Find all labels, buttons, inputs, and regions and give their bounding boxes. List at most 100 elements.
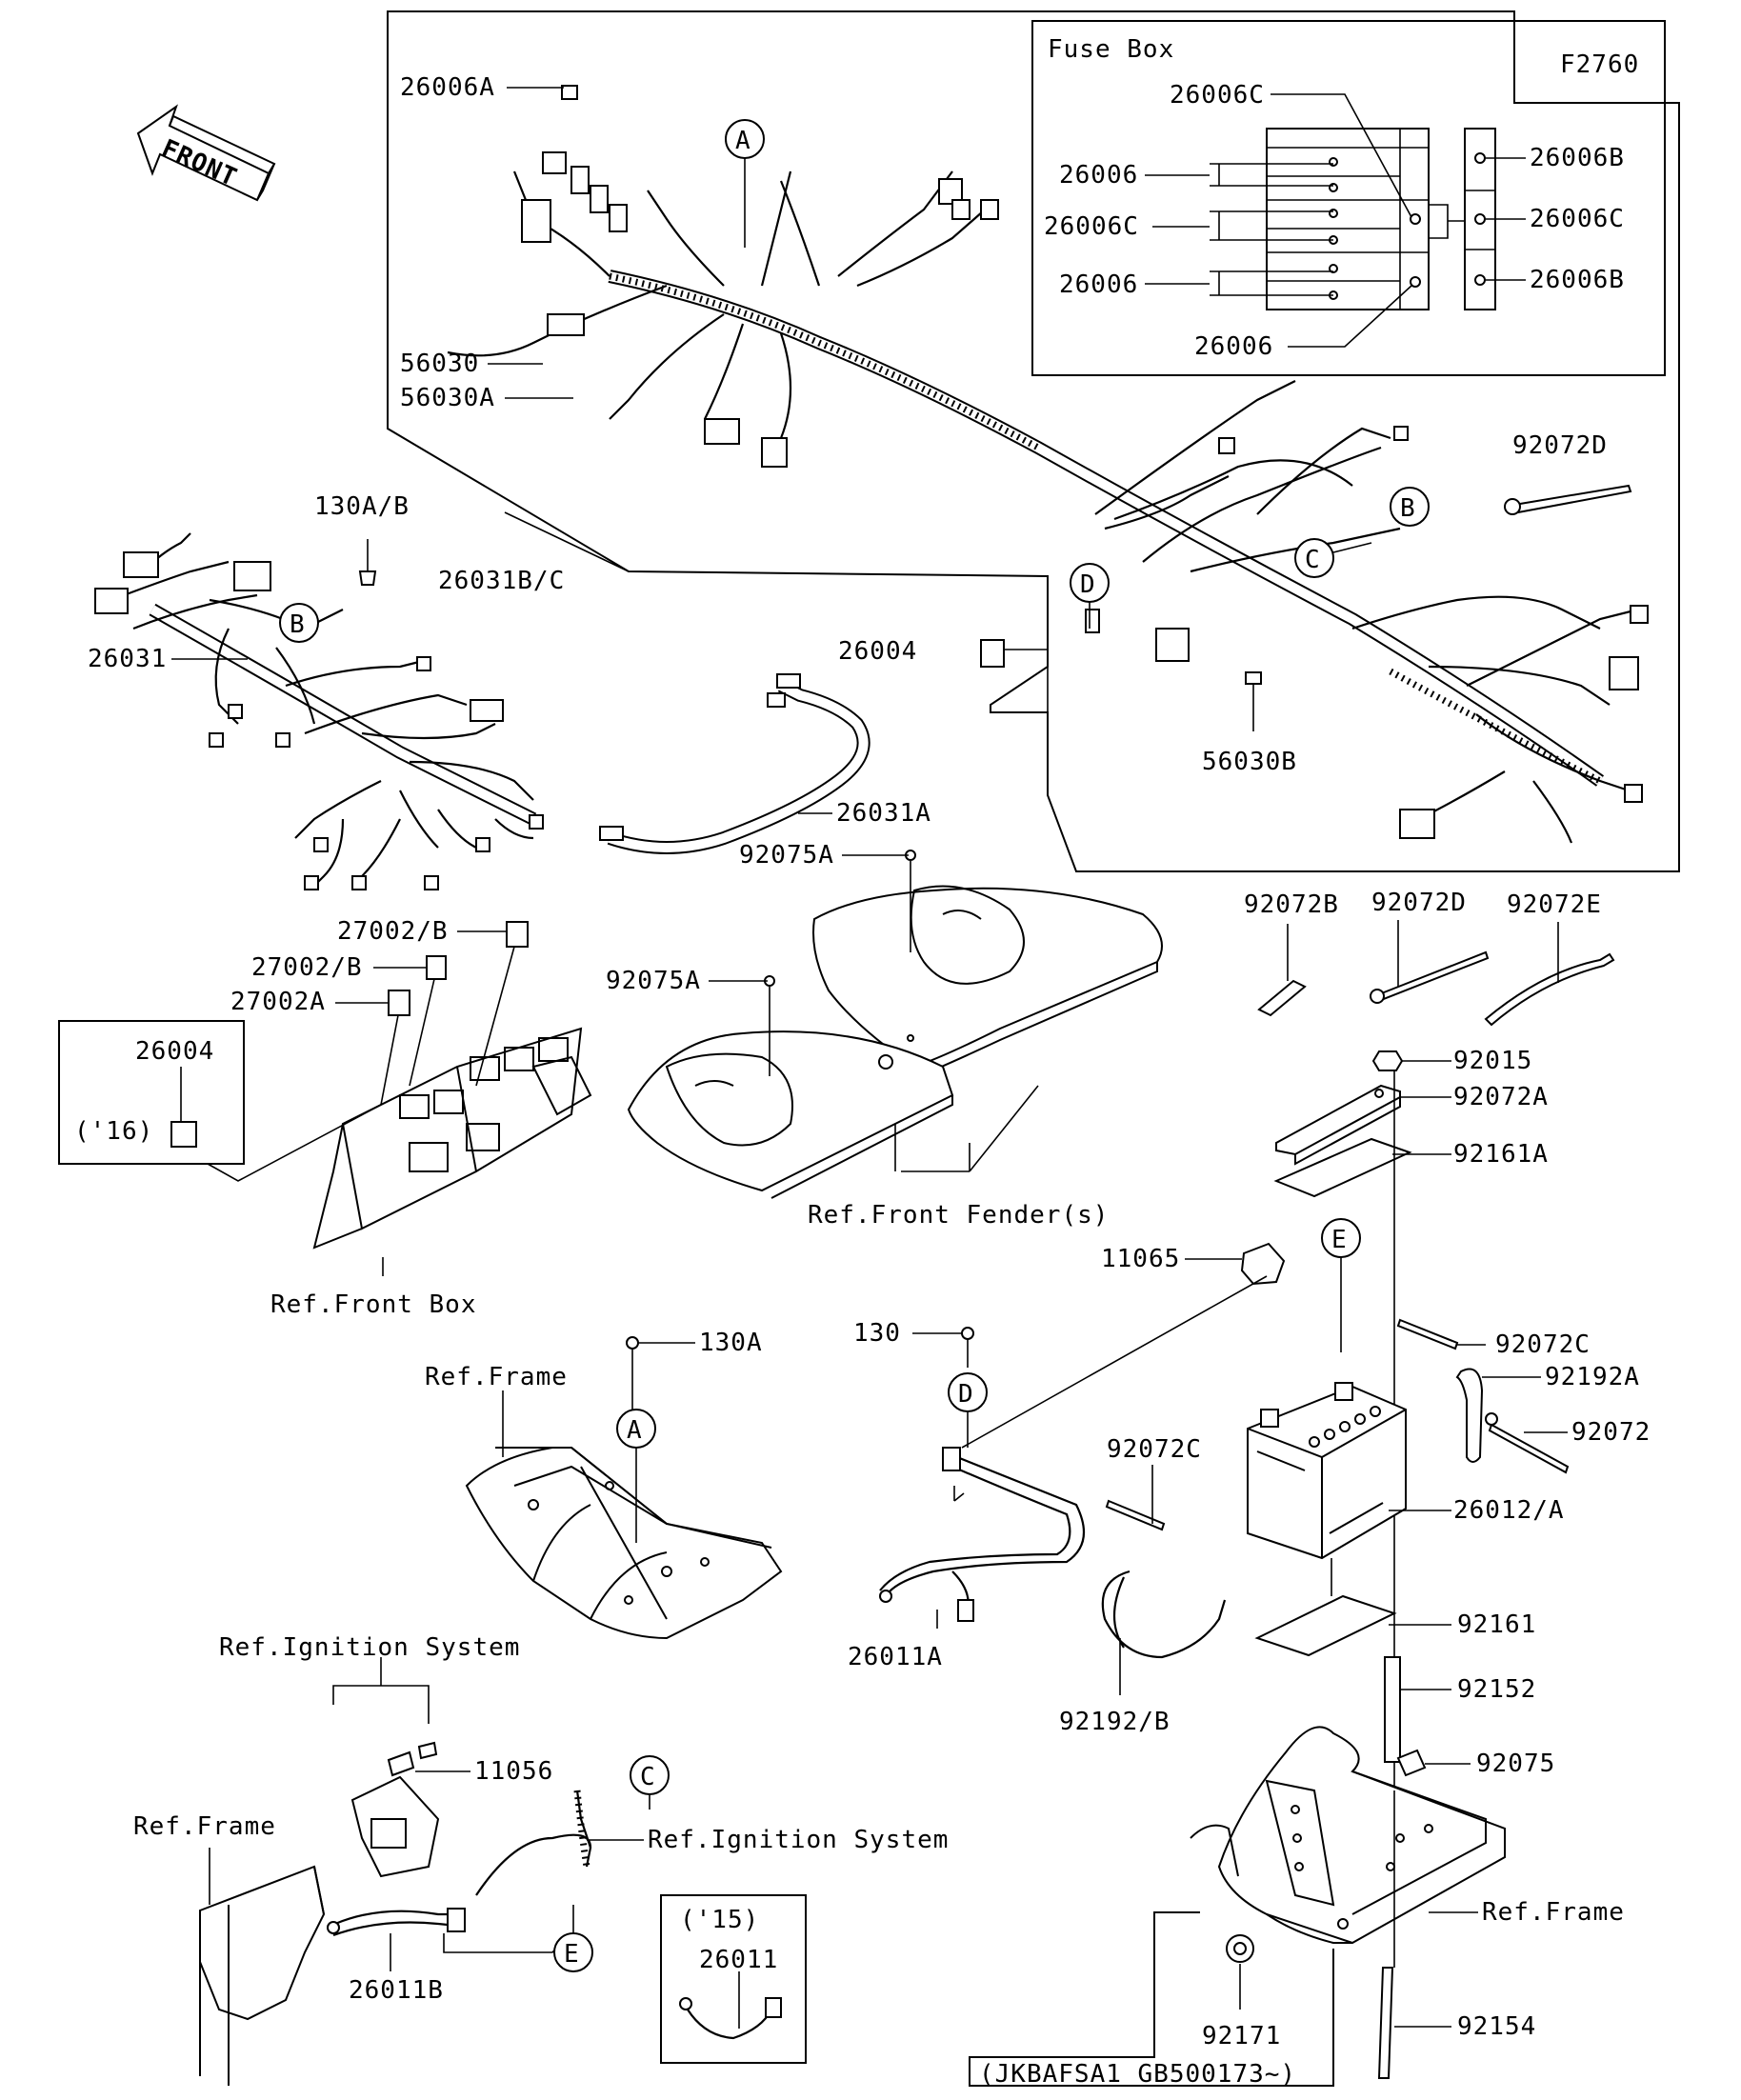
- callout-d-cable: D: [948, 1372, 988, 1448]
- svg-text:B: B: [290, 610, 306, 639]
- battery-26012: [1247, 1382, 1407, 1560]
- label-130: 130: [853, 1319, 901, 1348]
- label-130a: 130A: [699, 1329, 763, 1357]
- terminal-cover-92192b: [1101, 1570, 1227, 1659]
- label-92072e: 92072E: [1507, 890, 1602, 919]
- fuse-box-panel: Fuse Box: [1031, 20, 1666, 376]
- diagram-id: F2760: [1560, 50, 1639, 79]
- callout-d-top: D: [1070, 563, 1110, 629]
- callout-c-top: C: [1294, 538, 1372, 578]
- relay-27002b-b: [409, 955, 447, 1087]
- ground-cable-26011b: [327, 1908, 466, 1937]
- label-92072d: 92072D: [1371, 889, 1467, 917]
- front-box-relay-panel: [312, 1027, 592, 1250]
- label-26011b: 26011B: [349, 1976, 444, 2005]
- ref-front-fender: Ref.Front Fender(s): [808, 1201, 1109, 1230]
- label-92161: 92161: [1457, 1610, 1536, 1639]
- frame-rear-post: [199, 1865, 326, 2086]
- label-92072d-top: 92072D: [1512, 431, 1608, 460]
- label-26006a: 26006A: [400, 73, 495, 102]
- label-92072: 92072: [1571, 1418, 1651, 1447]
- label-26006-b: 26006: [1059, 270, 1138, 299]
- serial-note: (JKBAFSA1 GB500173~): [979, 2060, 1296, 2089]
- callout-a-top: A: [725, 119, 765, 248]
- label-56030: 56030: [400, 350, 479, 378]
- label-92161a: 92161A: [1453, 1140, 1549, 1169]
- part-92072b: [1257, 924, 1307, 1017]
- ref-frame-tray: Ref.Frame: [1482, 1898, 1625, 1927]
- callout-c-ignition: C: [630, 1755, 670, 1810]
- part-92072d: [1370, 920, 1490, 1004]
- label-26006c-mid: 26006C: [1044, 212, 1139, 241]
- main-wiring-harness: [447, 85, 1649, 844]
- label-26006-c: 26006: [1194, 332, 1273, 361]
- ref-ignition-lower: Ref.Ignition System: [648, 1826, 949, 1854]
- ref-ignition-upper: Ref.Ignition System: [219, 1633, 520, 1662]
- variant-box-2016: 26004 ('16): [58, 1020, 382, 1182]
- cable-tie-92072c-lower: [1105, 1465, 1166, 1531]
- label-92072b: 92072B: [1244, 890, 1339, 919]
- svg-text:C: C: [1305, 546, 1321, 574]
- battery-cable-26011a: [879, 1447, 1086, 1622]
- harness-26031a: [599, 673, 870, 854]
- rod-92154: [1377, 1967, 1394, 2079]
- ref-frame-lower: Ref.Frame: [133, 1812, 276, 1841]
- label-92192b: 92192/B: [1059, 1708, 1171, 1736]
- label-26006c-top: 26006C: [1170, 81, 1265, 110]
- callout-e-battery: E: [1321, 1218, 1361, 1352]
- cable-tie-92072c-upper: [1396, 1318, 1486, 1350]
- label-26006-a: 26006: [1059, 161, 1138, 190]
- part-11065-cap: [1240, 1242, 1286, 1286]
- svg-text:E: E: [564, 1940, 580, 1969]
- label-26031: 26031: [88, 645, 167, 673]
- svg-text:D: D: [1080, 570, 1096, 599]
- note-2015: ('15): [680, 1906, 759, 1934]
- label-92152: 92152: [1457, 1675, 1536, 1704]
- label-56030a: 56030A: [400, 384, 495, 412]
- label-26031a: 26031A: [836, 799, 931, 828]
- battery-pad-92161: [1254, 1594, 1397, 1657]
- svg-text:C: C: [640, 1763, 656, 1791]
- ref-frame-center: Ref.Frame: [425, 1363, 568, 1391]
- svg-text:A: A: [627, 1416, 643, 1445]
- frame-crossmember: [465, 1447, 783, 1640]
- label-26012a: 26012/A: [1453, 1496, 1565, 1525]
- sub-harness-26031: [94, 532, 544, 890]
- label-26011a: 26011A: [848, 1643, 943, 1671]
- svg-text:A: A: [735, 127, 751, 155]
- front-arrow-icon: FRONT: [136, 104, 276, 202]
- callout-e-ground: E: [553, 1905, 593, 1972]
- part-92161a-pad: [1273, 1137, 1412, 1198]
- svg-text:D: D: [958, 1380, 974, 1409]
- label-130ab: 130A/B: [314, 492, 410, 521]
- label-26004: 26004: [838, 637, 917, 666]
- label-26006b-top: 26006B: [1530, 144, 1625, 172]
- svg-text:B: B: [1400, 494, 1416, 523]
- part-92072e: [1484, 922, 1615, 1027]
- label-92072c-upper: 92072C: [1495, 1330, 1591, 1359]
- terminal-cover-92192a: [1455, 1368, 1484, 1463]
- ignition-bracket: [350, 1741, 470, 1878]
- svg-text:E: E: [1331, 1226, 1348, 1254]
- rod-92152: [1384, 1656, 1401, 1763]
- label-27002a: 27002A: [230, 988, 326, 1016]
- callout-b-left: B: [279, 603, 319, 643]
- label-26004-16: 26004: [135, 1037, 214, 1066]
- label-56030b: 56030B: [1202, 748, 1297, 776]
- fuse-box-title: Fuse Box: [1048, 35, 1174, 64]
- ignition-cable: [475, 1790, 592, 1896]
- label-92075a-lower: 92075A: [606, 967, 701, 995]
- label-92171: 92171: [1202, 2022, 1281, 2050]
- variant-box-2015: ('15) 26011: [660, 1894, 807, 2064]
- label-11056: 11056: [474, 1757, 553, 1786]
- label-92015: 92015: [1453, 1047, 1532, 1075]
- front-fender-left: [627, 1030, 954, 1199]
- relay-27002a: [380, 990, 410, 1106]
- clip-92075: [1396, 1749, 1427, 1777]
- cable-tie-92072d-top: [1504, 484, 1632, 515]
- label-27002b-a: 27002/B: [337, 917, 449, 946]
- label-11065: 11065: [1101, 1245, 1180, 1273]
- label-92072a: 92072A: [1453, 1083, 1549, 1111]
- label-26011: 26011: [699, 1946, 778, 1974]
- relay-27002b-a: [475, 921, 529, 1087]
